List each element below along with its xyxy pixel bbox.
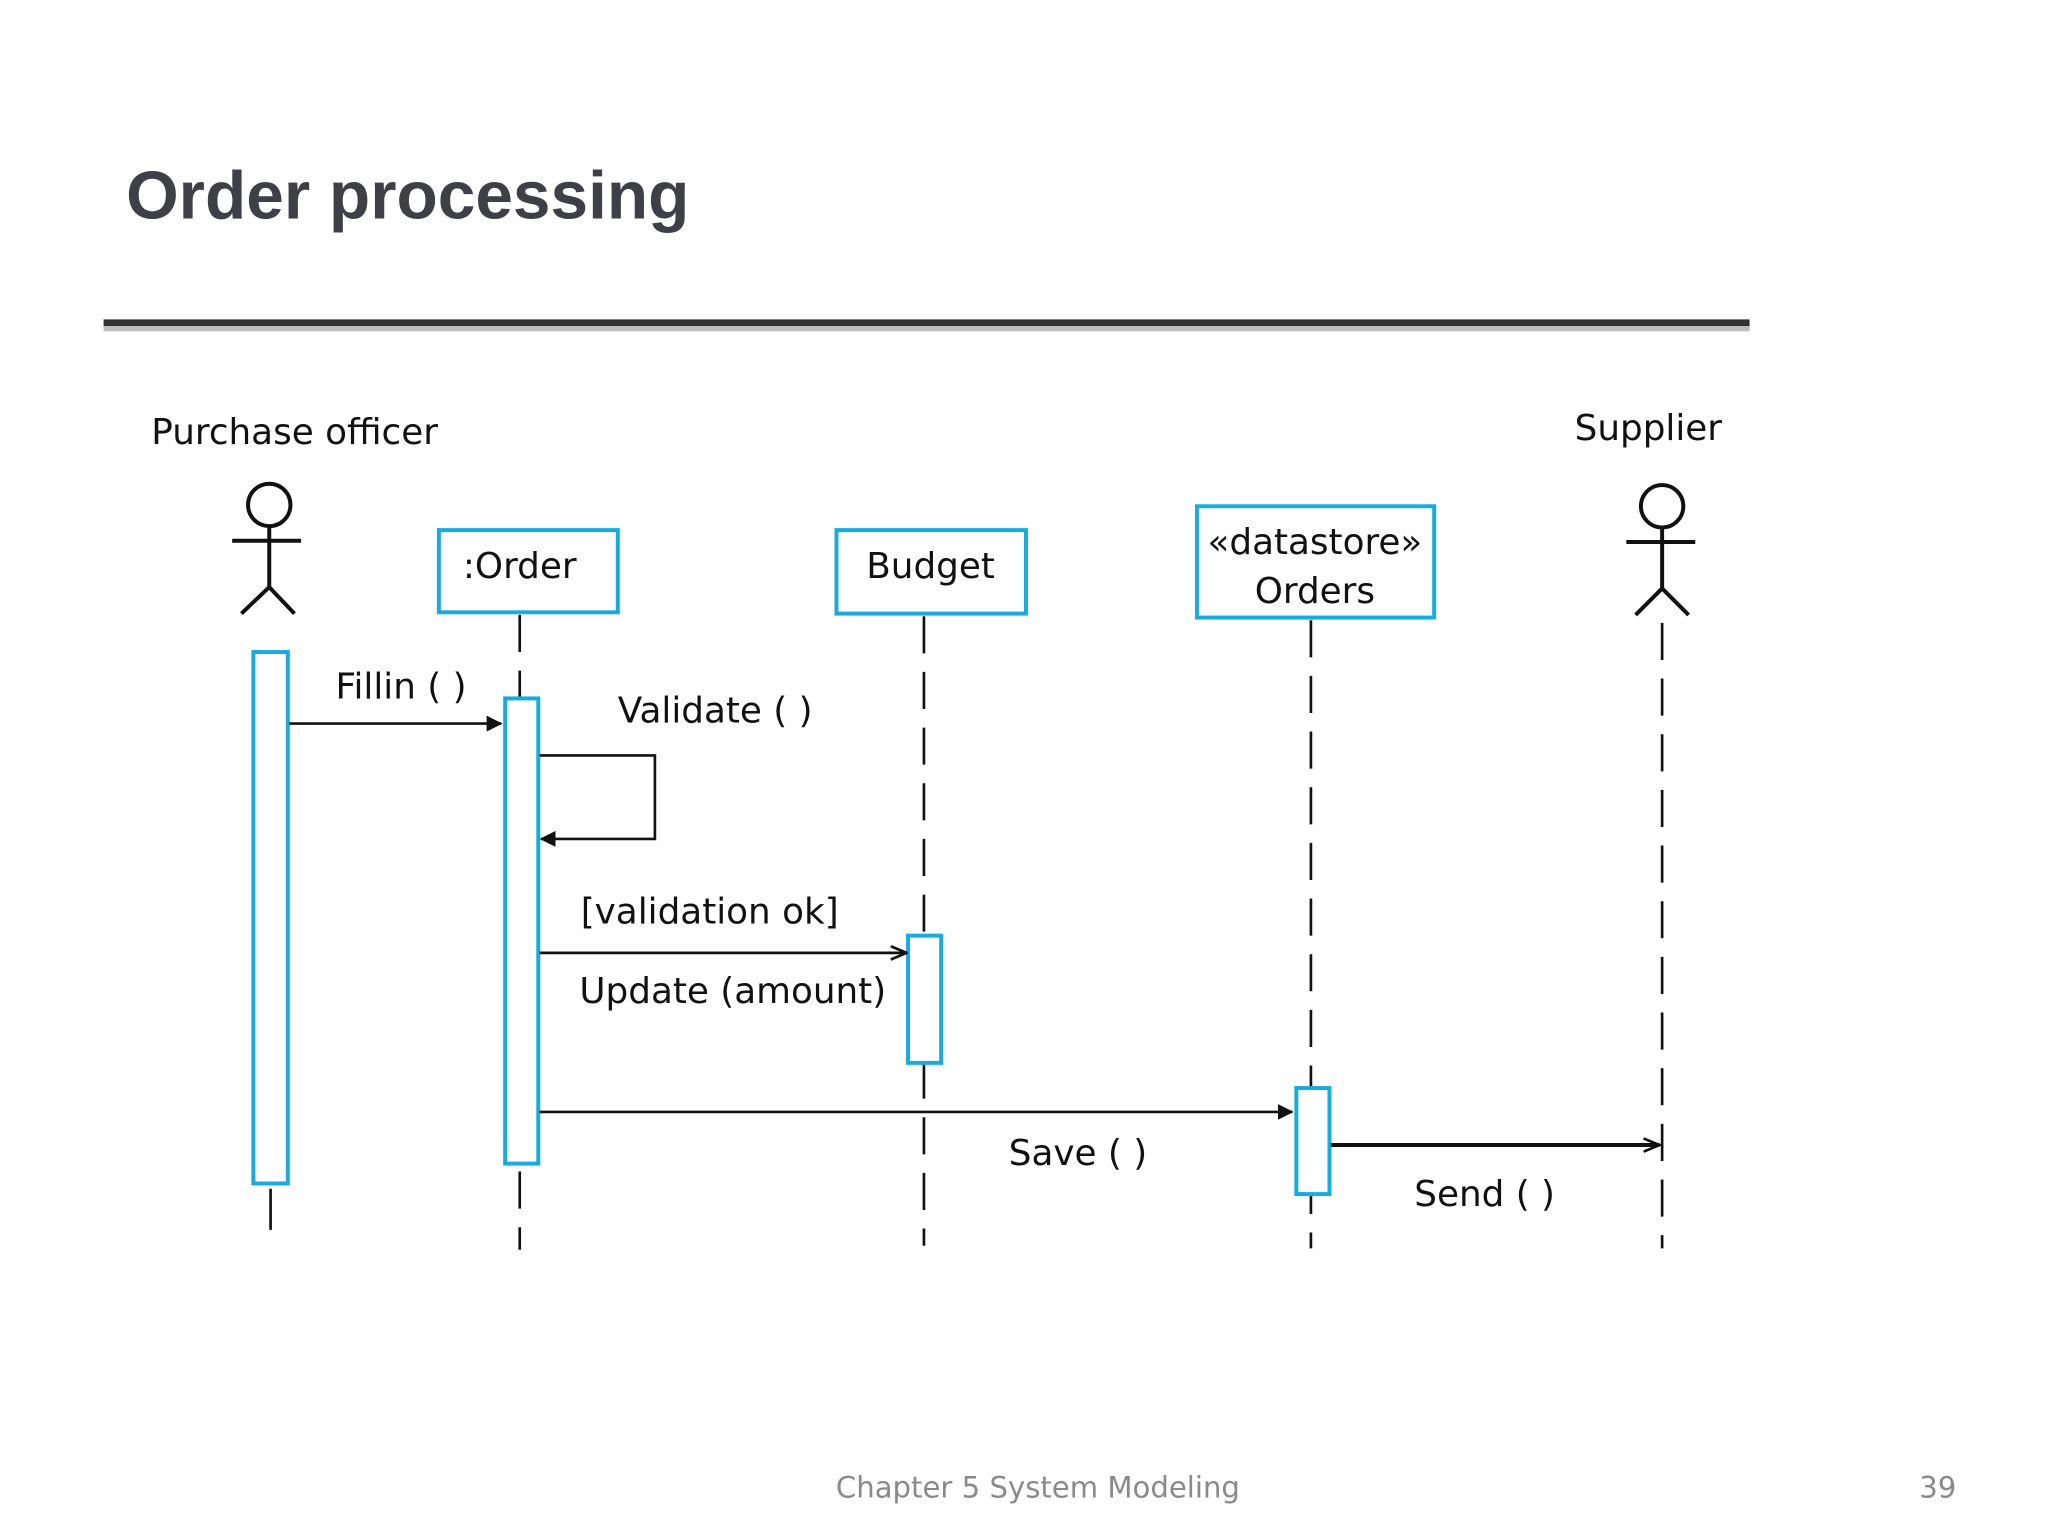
message-guard-validation-ok: [validation ok] — [581, 892, 839, 933]
message-label-send: Send ( ) — [1414, 1174, 1555, 1215]
page-title: Order processing — [126, 159, 689, 234]
message-label-fillin: Fillin ( ) — [336, 666, 467, 707]
object-order: :Order — [436, 528, 620, 615]
activation-budget — [906, 933, 944, 1065]
actor-icon-purchase-officer — [232, 481, 302, 616]
object-orders-stereotype: «datastore» — [1208, 522, 1423, 563]
object-budget-label: Budget — [866, 546, 995, 587]
message-label-update: Update (amount) — [579, 971, 886, 1012]
actor-label-purchase-officer: Purchase officer — [151, 412, 438, 453]
actor-icon-supplier — [1626, 483, 1696, 617]
activation-order — [503, 696, 541, 1166]
message-label-validate: Validate ( ) — [618, 690, 813, 731]
object-order-label: :Order — [463, 546, 577, 587]
object-budget: Budget — [834, 528, 1028, 616]
actor-label-supplier: Supplier — [1575, 408, 1723, 449]
activation-orders — [1294, 1086, 1332, 1197]
activation-purchase-officer — [251, 650, 290, 1186]
page-number: 39 — [1919, 1471, 1956, 1505]
footer-chapter: Chapter 5 System Modeling — [836, 1471, 1240, 1505]
title-rule — [103, 319, 1750, 332]
message-arrow-validate-self — [539, 754, 657, 847]
object-orders-datastore: «datastore» Orders — [1194, 504, 1437, 620]
object-orders-label: Orders — [1255, 571, 1375, 612]
message-label-save: Save ( ) — [1009, 1133, 1147, 1174]
